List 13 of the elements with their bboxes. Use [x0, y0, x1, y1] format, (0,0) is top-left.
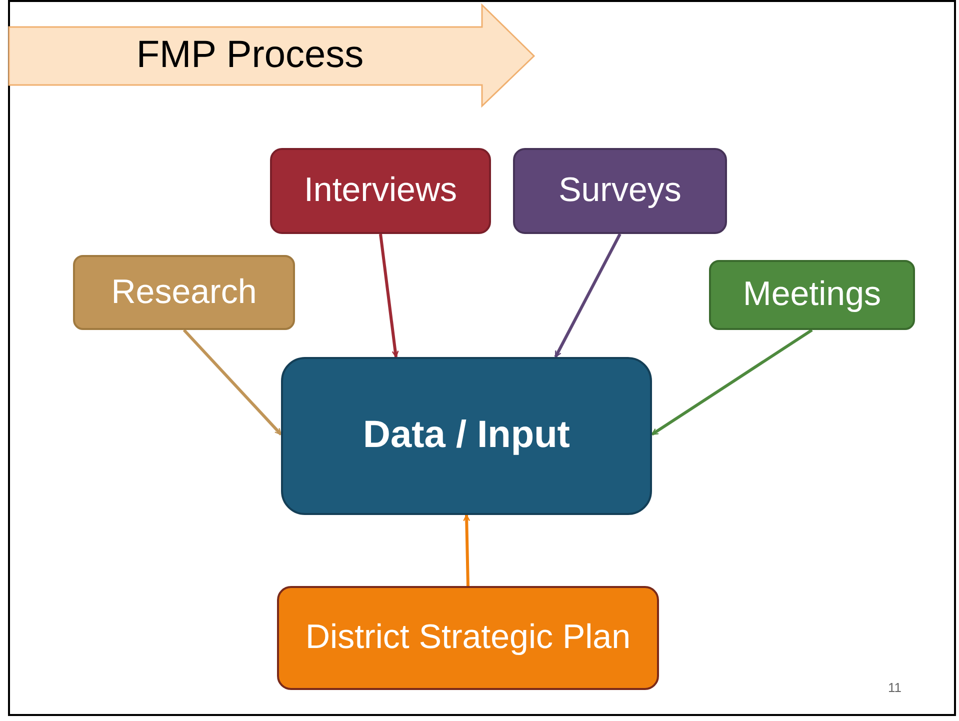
arrow [379, 234, 399, 358]
page-number: 11 [888, 680, 902, 695]
arrow [651, 328, 813, 436]
title: FMP Process [135, 33, 365, 78]
process-box: Interviews [270, 148, 491, 234]
arrow [463, 514, 470, 586]
arrow [554, 233, 622, 358]
process-box: Meetings [709, 260, 915, 330]
process-box: Surveys [513, 148, 727, 234]
arrow [182, 328, 282, 436]
process-box: District Strategic Plan [277, 586, 659, 690]
process-box: Research [73, 255, 295, 330]
process-box: Data / Input [281, 357, 652, 515]
